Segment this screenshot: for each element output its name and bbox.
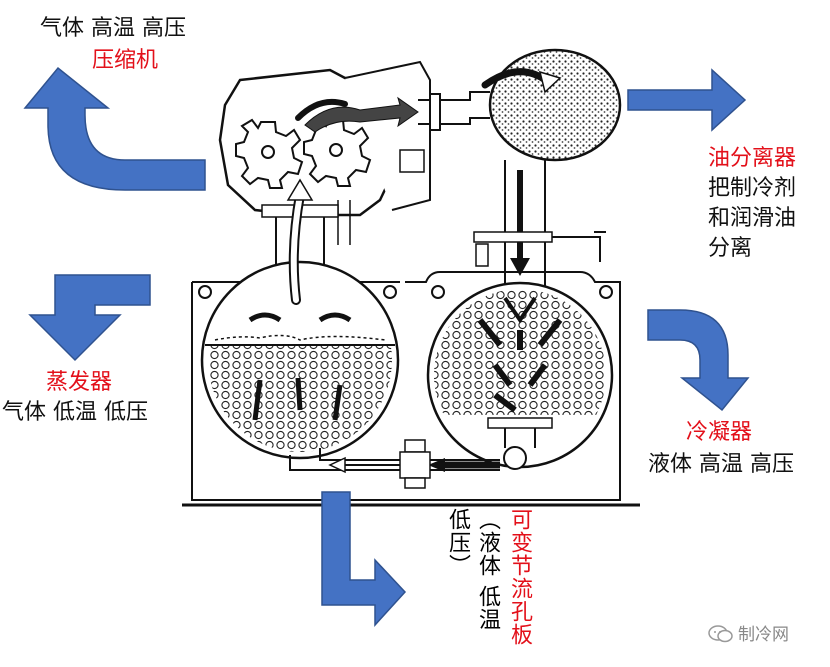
evaporator-arrow: [28, 274, 151, 362]
compressor-name-label: 压缩机: [92, 48, 159, 73]
discharge-pipe: [418, 91, 490, 131]
compressor-unit: [218, 60, 431, 245]
compressor-discharge-flow: [304, 96, 419, 133]
condenser-arrow: [647, 309, 750, 412]
compressor-arrow: [23, 66, 206, 191]
watermark: 制冷网: [708, 620, 789, 645]
throttle-arrow: [321, 491, 407, 627]
condenser-vessel: [426, 281, 614, 470]
condenser-name-label: 冷凝器: [686, 420, 753, 445]
oil-separator-desc-line-1: 把制冷剂: [708, 176, 797, 201]
condenser-state-label: 液体 高温 高压: [648, 452, 794, 477]
oil-separator-name-label: 油分离器: [708, 146, 797, 171]
evaporator-vessel: [200, 178, 400, 460]
compressor-gear-left: [235, 118, 304, 189]
evaporator-state-label: 气体 低温 低压: [2, 400, 148, 425]
liquid-return-pipe: [289, 448, 500, 474]
blue-arrows: [23, 66, 750, 627]
compressor-state-label: 气体 高温 高压: [40, 16, 186, 41]
oil-separator-desc-line-3: 分离: [708, 236, 753, 261]
throttle-name-label: 可变节流孔板: [507, 508, 532, 646]
throttle-state-col-2: 低压）: [445, 508, 470, 577]
throttle-state-col-1: （液体 低温: [475, 508, 500, 631]
oil-separator-arrow: [627, 68, 747, 132]
evaporator-name-label: 蒸发器: [46, 370, 113, 395]
watermark-text: 制冷网: [738, 625, 789, 645]
compressor-gear-right: [303, 116, 372, 187]
oil-separator-desc-line-2: 和润滑油: [708, 206, 797, 231]
wechat-icon: [708, 625, 733, 643]
oil-separator-vessel: [473, 48, 622, 290]
throttle-orifice-valve: [399, 439, 431, 489]
